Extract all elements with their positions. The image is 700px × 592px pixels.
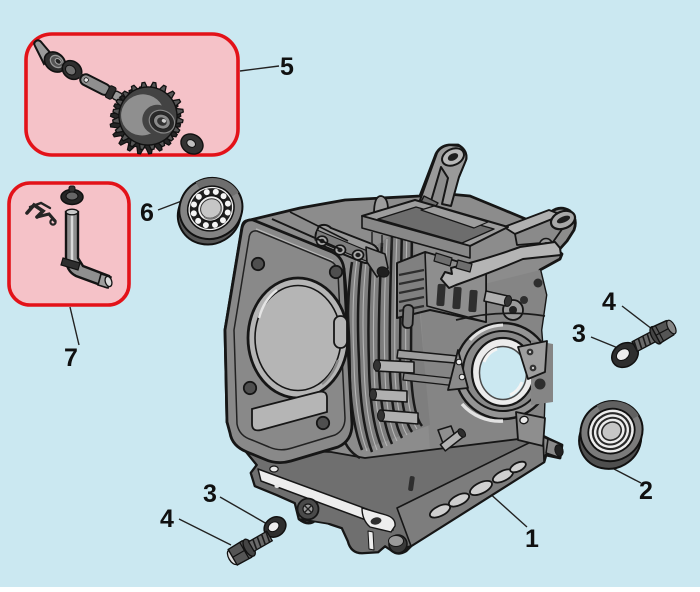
svg-text:3: 3 — [572, 320, 586, 348]
svg-text:7: 7 — [64, 344, 78, 372]
svg-text:1: 1 — [525, 525, 539, 553]
svg-text:6: 6 — [140, 199, 154, 227]
svg-text:2: 2 — [639, 477, 653, 505]
svg-text:4: 4 — [160, 505, 174, 533]
svg-text:4: 4 — [602, 288, 616, 316]
svg-text:3: 3 — [203, 480, 217, 508]
svg-text:5: 5 — [280, 53, 294, 81]
